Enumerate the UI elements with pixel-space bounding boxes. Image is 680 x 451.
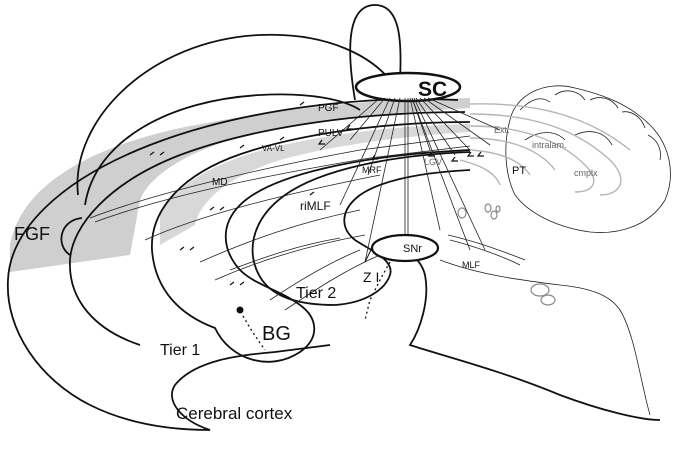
fgf-sc-arc-3 bbox=[60, 217, 83, 256]
tier2-outline bbox=[251, 151, 471, 306]
label-cerebral-cortex: Cerebral cortex bbox=[176, 404, 293, 423]
lamina-4 bbox=[469, 137, 556, 171]
label-intralam: intralam. bbox=[532, 140, 567, 150]
label-rimlf: riMLF bbox=[300, 199, 331, 213]
lamina-5 bbox=[469, 149, 531, 176]
label-va-vl: VA-VL bbox=[262, 144, 285, 153]
cerebral-cortex-outline bbox=[7, 98, 459, 431]
fgf-sc-arc-2 bbox=[84, 93, 361, 206]
cerebellum-folia bbox=[519, 90, 661, 161]
label-mrf: MRF bbox=[362, 165, 382, 175]
label-pulv: PULV bbox=[318, 128, 344, 139]
label-snr: SNr bbox=[403, 243, 422, 255]
thalamic-tract-lines bbox=[89, 135, 471, 311]
label-sc: SC bbox=[418, 78, 447, 101]
brainstem-outline bbox=[379, 247, 661, 421]
brainstem-nuclei bbox=[457, 203, 556, 306]
bg-dot bbox=[236, 306, 244, 314]
label-tier2: Tier 2 bbox=[296, 285, 336, 302]
bg-dotted bbox=[242, 315, 266, 351]
label-pgf: PGF bbox=[318, 103, 339, 114]
brainstem-lower bbox=[439, 259, 651, 416]
label-tier1: Tier 1 bbox=[160, 342, 200, 359]
label-cmplx: cmplx bbox=[574, 168, 598, 178]
fgf-sc-arc bbox=[76, 33, 391, 196]
cerebral-cortex-inner bbox=[69, 111, 466, 346]
mlf-tract-2 bbox=[449, 239, 521, 266]
snr-dotted bbox=[364, 261, 391, 321]
lamina-6 bbox=[459, 159, 501, 186]
sc-projections bbox=[319, 97, 501, 263]
shaded-md-band bbox=[160, 124, 470, 245]
label-bg: BG bbox=[262, 323, 291, 345]
tier1-outline bbox=[151, 121, 471, 363]
lamina-1 bbox=[469, 103, 631, 151]
mlf-tract bbox=[447, 234, 526, 261]
cerebellum-outline bbox=[505, 85, 671, 233]
shaded-tier-band bbox=[10, 98, 470, 272]
lamina-3 bbox=[469, 125, 595, 193]
label-md: MD bbox=[212, 177, 228, 188]
label-ext: Ext. bbox=[494, 125, 510, 135]
label-pt: PT bbox=[512, 165, 526, 177]
lamina-2 bbox=[469, 113, 622, 196]
axon-terminals bbox=[149, 101, 484, 286]
sc-loop bbox=[349, 4, 402, 101]
snr-zi-line bbox=[364, 247, 373, 263]
label-fgf: FGF bbox=[14, 224, 50, 244]
label-zi: Z I bbox=[363, 269, 379, 285]
label-lgv: LGV bbox=[424, 157, 442, 167]
label-mlf: MLF bbox=[462, 260, 481, 270]
